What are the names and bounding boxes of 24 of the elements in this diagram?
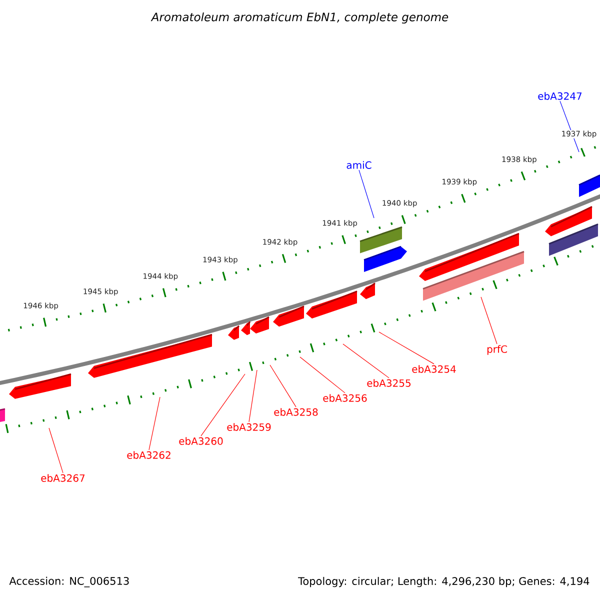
gene-label: ebA3267: [41, 474, 85, 482]
title: Aromatoleum aromaticum EbN1, complete genome: [150, 12, 448, 24]
gene-label: ebA3260: [179, 437, 223, 445]
gene-label: ebA3255: [367, 379, 411, 387]
leader-line: [200, 374, 246, 436]
leader-line: [378, 332, 434, 364]
gene-label: ebA3258: [274, 408, 318, 416]
gene-label: ebA3256: [323, 394, 367, 402]
footer-text: Accession: NC_006513: [9, 576, 129, 588]
leader-line: [48, 428, 64, 474]
leader-line: [342, 344, 390, 378]
leader-line: [248, 370, 258, 422]
gene-label: prfC: [487, 345, 507, 355]
gene-label: amiC: [346, 161, 372, 169]
gene-label: ebA3262: [127, 451, 170, 459]
leader-line: [480, 296, 498, 344]
footer-text: Topology: circular; Length: 4,296,230 bp; Genes: 4,194: [298, 576, 590, 588]
leader-line: [270, 364, 296, 408]
leader-line: [148, 396, 160, 450]
leader-line: [300, 356, 346, 394]
gene-label: ebA3259: [227, 423, 271, 431]
gene-label: ebA3254: [412, 365, 456, 373]
gene-label: ebA3247: [538, 92, 582, 100]
leader-line: [358, 170, 374, 218]
